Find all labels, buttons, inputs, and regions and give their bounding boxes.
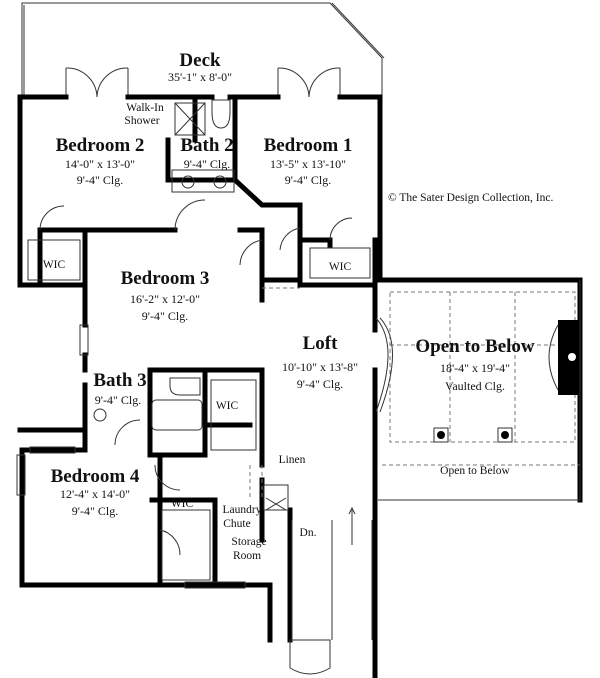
bedroom3-label: Bedroom 3 xyxy=(121,268,210,289)
staircase[interactable] xyxy=(289,506,373,675)
bedroom4-size: 12'-4" x 14'-0" xyxy=(60,487,130,501)
walk-in-shower-label-2: Shower xyxy=(124,115,159,127)
deck-size: 35'-1" x 8'-0" xyxy=(168,70,232,84)
laundry-chute-label: Laundry xyxy=(223,504,262,516)
bedroom2-label: Bedroom 2 xyxy=(56,135,145,156)
wic-bedroom1-label: WIC xyxy=(329,261,352,273)
bath3-label: Bath 3 xyxy=(93,370,146,391)
bedroom3-ceiling: 9'-4" Clg. xyxy=(142,309,188,323)
bedroom2-ceiling: 9'-4" Clg. xyxy=(77,173,123,187)
open-to-below-frame xyxy=(375,280,581,501)
open-to-below-ceiling: Vaulted Clg. xyxy=(445,379,505,393)
deck-doors xyxy=(65,67,341,98)
bedroom1-label: Bedroom 1 xyxy=(264,135,353,156)
wic-bedroom2-label: WIC xyxy=(43,259,66,271)
stairs-down-label: Dn. xyxy=(300,527,317,539)
storage-room-label: Storage xyxy=(231,536,266,548)
loft-label: Loft xyxy=(303,333,339,354)
walk-in-shower-label: Walk-In xyxy=(126,102,164,114)
open-to-below-label: Open to Below xyxy=(415,336,535,357)
bedroom1-size: 13'-5" x 13'-10" xyxy=(270,157,346,171)
open-to-below-lower-label: Open to Below xyxy=(440,465,510,477)
loft-ceiling: 9'-4" Clg. xyxy=(297,377,343,391)
linen-label: Linen xyxy=(279,454,306,466)
deck-label: Deck xyxy=(179,50,221,71)
interior-details xyxy=(16,99,371,589)
laundry-chute-label-2: Chute xyxy=(223,518,250,530)
bath3-ceiling: 9'-4" Clg. xyxy=(95,393,141,407)
deck-outline xyxy=(21,2,385,97)
storage-room-label-2: Room xyxy=(233,550,261,562)
copyright: © The Sater Design Collection, Inc. xyxy=(388,192,553,204)
bedroom1-ceiling: 9'-4" Clg. xyxy=(285,173,331,187)
open-to-below-size: 18'-4" x 19'-4" xyxy=(440,361,510,375)
bedroom3-size: 16'-2" x 12'-0" xyxy=(130,292,200,306)
bath2-ceiling: 9'-4" Clg. xyxy=(184,157,230,171)
bedroom4-ceiling: 9'-4" Clg. xyxy=(72,504,118,518)
bedroom2-size: 14'-0" x 13'-0" xyxy=(65,157,135,171)
wic-bedroom4-label: WIC xyxy=(171,498,194,510)
bath2-label: Bath 2 xyxy=(180,135,233,156)
wic-bedroom3-label: WIC xyxy=(216,400,239,412)
loft-size: 10'-10" x 13'-8" xyxy=(282,360,358,374)
bedroom4-label: Bedroom 4 xyxy=(51,466,140,487)
